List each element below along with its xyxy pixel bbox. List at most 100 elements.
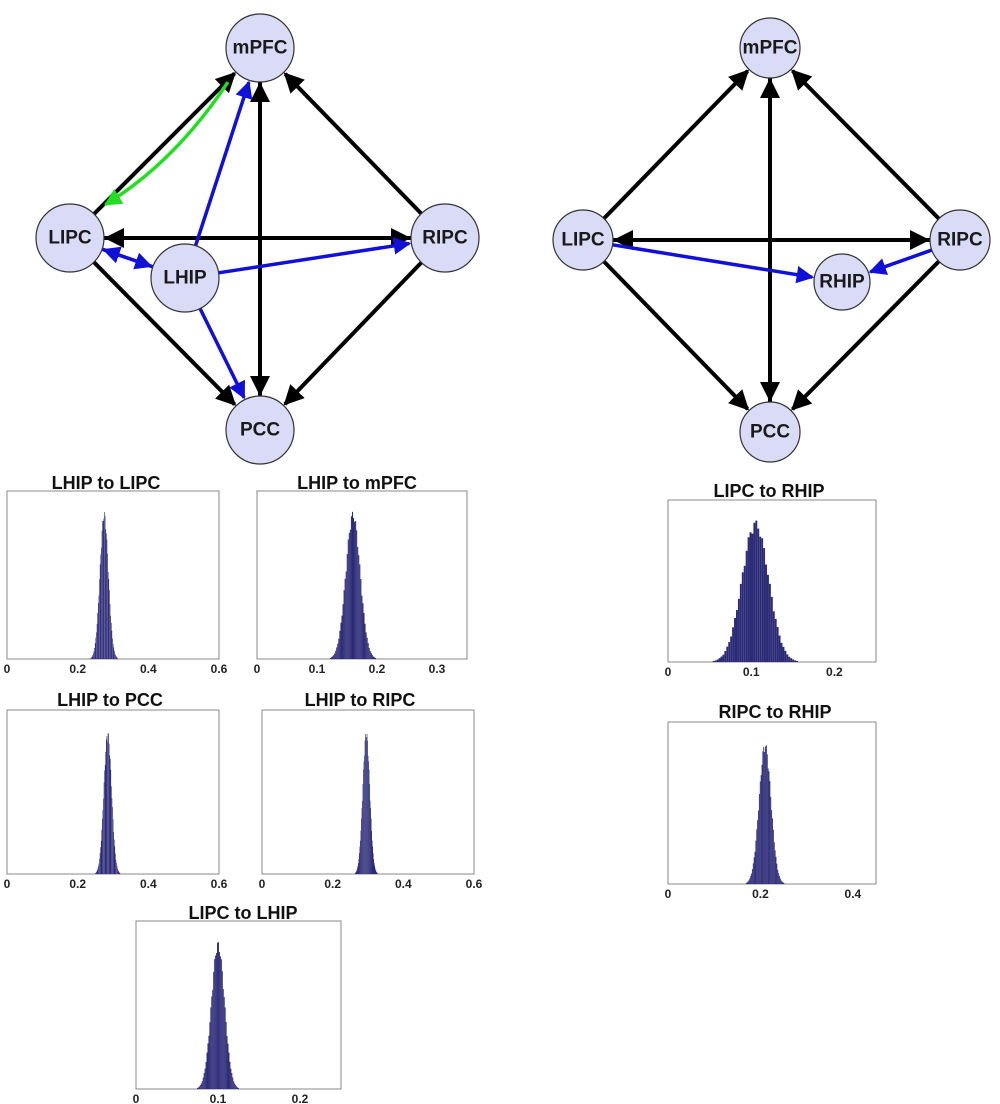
histogram-bar: [109, 758, 111, 874]
histogram-bar: [750, 876, 752, 884]
histogram-bar: [112, 807, 113, 874]
histogram-bar: [716, 659, 719, 662]
histogram-bar: [112, 638, 113, 659]
tick-label: 0.4: [140, 662, 157, 676]
histogram-bar: [114, 846, 116, 874]
histogram-bar: [96, 623, 98, 659]
histogram-bar: [772, 829, 774, 884]
histogram-bar: [773, 842, 775, 884]
edge-lhip-to-pcc: [198, 307, 246, 400]
histogram-bar: [358, 863, 359, 874]
histogram-bar: [237, 1087, 239, 1089]
histogram-bar: [113, 839, 115, 874]
histogram-bar: [102, 520, 104, 659]
histogram-bar: [342, 604, 344, 659]
svg-text:mPFC: mPFC: [743, 38, 798, 59]
tick-label: 0.1: [210, 1092, 227, 1104]
histogram-bar: [231, 1073, 233, 1089]
histogram-bar: [106, 739, 107, 874]
histogram-bar: [761, 764, 763, 884]
histogram-bar: [363, 612, 365, 659]
histogram-bar: [210, 1007, 212, 1089]
histogram-bar: [359, 853, 360, 874]
histogram-bar: [724, 651, 727, 662]
histogram-bar: [788, 656, 791, 662]
histogram-title: LHIP to LIPC: [52, 473, 161, 493]
histogram-bar: [108, 579, 110, 659]
histogram-bar: [92, 655, 94, 659]
histogram-bar: [222, 989, 224, 1089]
node-lipc: LIPC: [35, 203, 105, 273]
histogram-bar: [331, 657, 333, 659]
histogram-bar: [376, 872, 378, 874]
node-ripc: RIPC: [410, 203, 480, 273]
histogram-bar: [364, 755, 365, 874]
histogram-bar: [335, 650, 337, 659]
histogram-bar: [97, 868, 99, 874]
histogram-bar: [110, 615, 111, 659]
histogram-bar: [368, 647, 370, 659]
histogram-bar: [770, 796, 772, 884]
tick-label: 0: [133, 1092, 140, 1104]
histogram-bar: [765, 745, 767, 884]
edge-ripc-to-mpfc: [283, 72, 423, 216]
tick-label: 0.6: [211, 662, 228, 676]
edge-ripc-to-mpfc: [791, 69, 941, 221]
histogram-bar: [356, 870, 358, 874]
histogram-bar: [720, 656, 723, 662]
histogram-bar: [760, 775, 762, 884]
histogram-bar: [208, 1035, 210, 1089]
histogram-bar: [117, 868, 118, 874]
tick-label: 0.6: [211, 877, 228, 891]
histogram-bar: [93, 651, 95, 659]
histogram-title: LHIP to PCC: [57, 690, 163, 710]
tick-label: 0.2: [292, 1092, 309, 1104]
histogram-bar: [359, 846, 361, 874]
histogram-bar: [373, 859, 375, 874]
svg-text:LIPC: LIPC: [561, 230, 605, 251]
histogram-bar: [734, 617, 736, 662]
histogram-bar: [97, 603, 99, 659]
histogram-bar: [361, 808, 363, 874]
histogram-bar: [341, 615, 343, 659]
histogram-bar: [753, 522, 756, 662]
histogram-bar: [365, 733, 366, 874]
histogram-bar: [772, 611, 775, 662]
histogram-bar: [112, 819, 114, 874]
tick-label: 0.2: [69, 877, 86, 891]
histogram-bar: [768, 771, 770, 884]
histogram-bar: [333, 655, 335, 659]
tick-label: 0: [259, 877, 266, 891]
histogram-bar: [761, 538, 764, 662]
histogram-bar: [106, 736, 108, 874]
histogram-bar: [374, 657, 377, 659]
histogram-bar: [718, 658, 721, 662]
histogram-bar: [116, 865, 118, 874]
histogram-bar: [217, 942, 218, 1089]
histogram-bar: [765, 564, 767, 662]
histogram-bar: [739, 583, 742, 662]
node-lipc-right: LIPC: [552, 209, 614, 271]
histogram-bar: [94, 643, 96, 659]
network-diagram-right: mPFC LIPC RIPC RHIP PCC: [552, 17, 991, 463]
histogram-bar: [104, 515, 106, 659]
histogram-bar: [766, 574, 769, 662]
histogram-bar: [774, 618, 777, 662]
histogram-bar: [200, 1083, 202, 1089]
histogram-bar: [367, 643, 369, 659]
histogram-bar: [782, 882, 784, 884]
histogram-bar: [204, 1068, 206, 1089]
histogram-bar: [351, 511, 353, 659]
histogram-bar: [110, 769, 112, 874]
histogram-bar: [779, 876, 780, 884]
histogram-bar: [223, 996, 225, 1089]
histogram-bar: [218, 952, 220, 1089]
histogram-bar: [107, 733, 109, 874]
histogram-bar: [749, 532, 752, 662]
histogram-bar: [769, 781, 771, 884]
histogram-bar: [375, 870, 377, 874]
histogram-bar: [758, 794, 760, 884]
histogram-bar: [336, 647, 338, 659]
